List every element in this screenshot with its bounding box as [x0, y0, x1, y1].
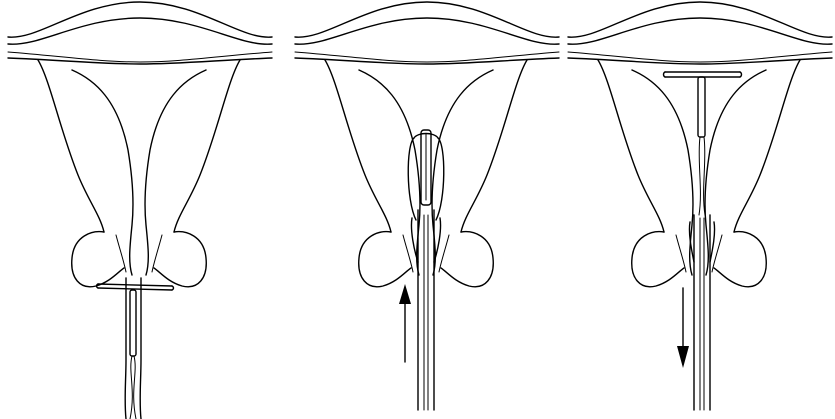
- arrow-up-icon: [399, 284, 411, 362]
- inserter-tube: [125, 278, 141, 419]
- uterus-outline: [8, 2, 272, 287]
- iud-device: [664, 72, 742, 215]
- arrow-down-icon: [677, 288, 689, 368]
- inserter-tube: [411, 210, 440, 410]
- panel-2: [295, 2, 559, 410]
- iud-device: [97, 284, 174, 356]
- inserter-tube: [689, 215, 714, 410]
- panel-3: [568, 2, 832, 410]
- uterus-outline: [295, 2, 559, 287]
- panel-1: [8, 2, 272, 419]
